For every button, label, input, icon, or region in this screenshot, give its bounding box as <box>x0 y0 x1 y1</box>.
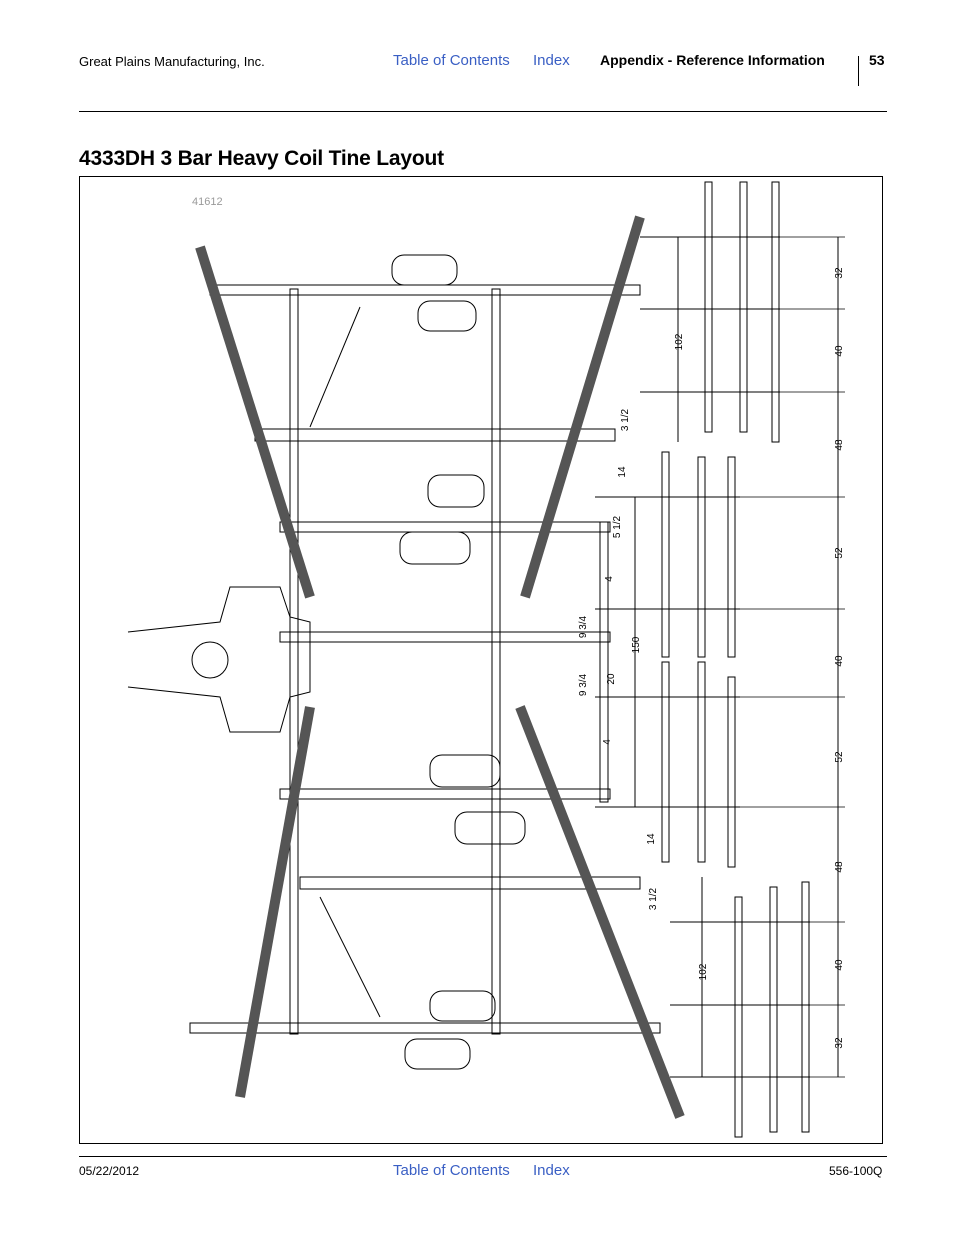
tine-layout-drawing: 32 40 48 52 40 52 48 40 32 102 3 1/2 14 … <box>127 181 845 1138</box>
wheel <box>429 754 501 788</box>
wheel <box>427 474 485 508</box>
dim-label: 14 <box>646 833 657 845</box>
harrow-section-center-lower <box>595 661 740 868</box>
dim-label: 5 1/2 <box>612 515 623 538</box>
dim-label: 9 3/4 <box>578 673 589 696</box>
disc-gang-lower-left <box>235 706 315 1098</box>
frame-bar-lower <box>299 876 641 890</box>
frame-bar-mid-upper <box>279 521 611 533</box>
dim-label: 3 1/2 <box>620 408 631 431</box>
disc-gang-lower-right <box>515 705 685 1119</box>
wheel <box>399 531 471 565</box>
dim-label: 102 <box>698 963 709 980</box>
dim-label: 3 1/2 <box>648 887 659 910</box>
frame-bar-top <box>209 284 641 296</box>
footer-index-link[interactable]: Index <box>533 1162 570 1179</box>
company-name: Great Plains Manufacturing, Inc. <box>79 54 265 69</box>
layout-figure: 41612 <box>79 176 883 1144</box>
frame-bar-mid-lower <box>279 788 611 800</box>
frame-bar-upper <box>254 428 616 442</box>
disc-gang-upper-left <box>195 245 315 599</box>
index-link[interactable]: Index <box>533 52 570 69</box>
wheel <box>417 300 477 332</box>
dim-label: 9 3/4 <box>578 615 589 638</box>
footer-date: 05/22/2012 <box>79 1164 140 1178</box>
header-rule <box>79 111 887 112</box>
dim-label: 40 <box>834 959 845 971</box>
frame-rail-center <box>491 288 501 1035</box>
harrow-section-lower <box>670 881 810 1138</box>
footer-table-of-contents-link[interactable]: Table of Contents <box>393 1162 510 1179</box>
table-of-contents-link[interactable]: Table of Contents <box>393 52 510 69</box>
frame-rail-right <box>599 521 609 803</box>
dim-label: 32 <box>834 267 845 279</box>
frame-bar-center <box>279 631 611 643</box>
section-title: Appendix - Reference Information <box>600 52 825 68</box>
harrow-section-center-upper <box>595 451 740 658</box>
hitch-ring <box>191 641 229 679</box>
dim-label: 4 <box>604 576 615 582</box>
frame-bar-bottom <box>189 1022 661 1034</box>
dim-label: 52 <box>834 547 845 559</box>
wheel <box>429 990 496 1022</box>
brace-upper <box>309 306 361 428</box>
brace-lower <box>319 896 381 1018</box>
harrow-section-upper <box>640 181 780 443</box>
dim-label: 4 <box>602 739 613 745</box>
dim-label: 102 <box>674 333 685 350</box>
header-divider <box>858 56 859 86</box>
wheel <box>454 811 526 845</box>
footer-rule <box>79 1156 887 1157</box>
dim-label: 40 <box>834 655 845 667</box>
document-number: 556-100Q <box>829 1164 883 1178</box>
disc-gang-upper-right <box>520 215 645 599</box>
frame-rail-left <box>289 288 299 1035</box>
page-number: 53 <box>869 52 885 68</box>
dim-label: 48 <box>834 439 845 451</box>
dim-label: 52 <box>834 751 845 763</box>
page-title: 4333DH 3 Bar Heavy Coil Tine Layout <box>79 147 444 170</box>
figure-id: 41612 <box>192 196 223 208</box>
dim-label: 14 <box>617 466 628 478</box>
wheel <box>404 1038 471 1070</box>
dim-label: 20 <box>606 673 617 685</box>
dim-label: 150 <box>631 636 642 653</box>
dim-label: 32 <box>834 1037 845 1049</box>
hitch-tongue <box>127 586 311 733</box>
dim-label: 40 <box>834 345 845 357</box>
dim-label: 48 <box>834 861 845 873</box>
wheel <box>391 254 458 286</box>
